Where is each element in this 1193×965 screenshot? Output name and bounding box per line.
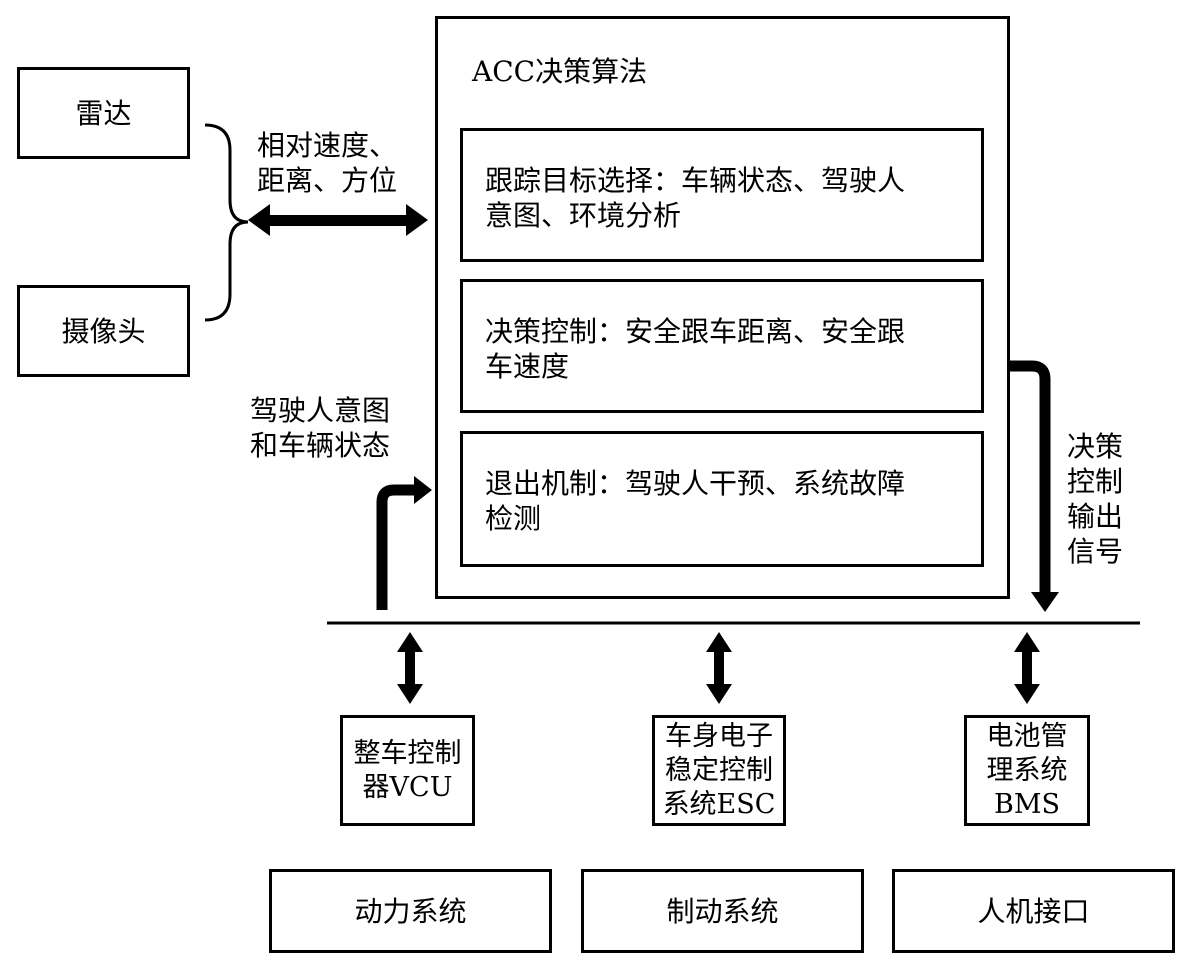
esc-line-2: 稳定控制 (665, 754, 773, 786)
module-1-line-1: 跟踪目标选择：车辆状态、驾驶人 (485, 164, 906, 197)
module-target-selection: 跟踪目标选择：车辆状态、驾驶人 意图、环境分析 (460, 128, 984, 262)
output-signal-line-3: 输出 (1067, 500, 1124, 533)
sensor-double-arrow (248, 204, 428, 236)
module-1-line-2: 意图、环境分析 (485, 199, 682, 232)
vcu-line-1: 整车控制 (353, 737, 462, 769)
esc-bus-arrow (706, 632, 732, 704)
output-signal-line-4: 信号 (1067, 535, 1124, 568)
power-system-label: 动力系统 (354, 894, 467, 928)
output-signal-line-1: 决策 (1067, 430, 1124, 463)
output-signal-line-2: 控制 (1067, 465, 1124, 498)
bms-box: 电池管 理系统 BMS (964, 715, 1090, 826)
module-2-line-1: 决策控制：安全跟车距离、安全跟 (485, 315, 906, 348)
module-2-line-2: 车速度 (485, 350, 570, 383)
bms-line-1: 电池管 (986, 720, 1068, 752)
hmi-box: 人机接口 (892, 869, 1175, 953)
driver-input-line-1: 驾驶人意图 (250, 394, 391, 427)
module-3-line-1: 退出机制：驾驶人干预、系统故障 (485, 467, 906, 500)
brake-system-label: 制动系统 (666, 894, 779, 928)
driver-input-label: 驾驶人意图 和车辆状态 (250, 393, 390, 463)
hmi-label: 人机接口 (977, 894, 1090, 928)
radar-label: 雷达 (75, 96, 132, 130)
module-3-line-2: 检测 (485, 502, 542, 535)
output-signal-label: 决策 控制 输出 信号 (1067, 429, 1123, 569)
driver-input-arrow (376, 476, 432, 610)
power-system-box: 动力系统 (269, 869, 552, 953)
module-decision-control: 决策控制：安全跟车距离、安全跟 车速度 (460, 279, 984, 413)
camera-label: 摄像头 (61, 314, 146, 348)
sensor-brace (204, 123, 249, 322)
vcu-bus-arrow (397, 632, 423, 704)
acc-title: ACC决策算法 (472, 55, 648, 88)
brake-system-box: 制动系统 (581, 869, 864, 953)
sensor-signal-label: 相对速度、 距离、方位 (257, 128, 397, 198)
vcu-box: 整车控制 器VCU (340, 715, 475, 826)
esc-line-3: 系统ESC (662, 788, 776, 820)
sensor-signal-line-2: 距离、方位 (257, 164, 398, 197)
vcu-line-2: 器VCU (362, 771, 453, 803)
esc-line-1: 车身电子 (665, 720, 773, 752)
driver-input-line-2: 和车辆状态 (250, 429, 391, 462)
bms-line-3: BMS (994, 788, 1060, 820)
sensor-signal-line-1: 相对速度、 (257, 129, 398, 162)
esc-box: 车身电子 稳定控制 系统ESC (652, 715, 786, 826)
radar-box: 雷达 (17, 67, 190, 159)
bms-bus-arrow (1014, 632, 1040, 704)
output-signal-arrow (1010, 360, 1059, 612)
camera-box: 摄像头 (17, 285, 190, 377)
bms-line-2: 理系统 (986, 754, 1068, 786)
module-exit-mechanism: 退出机制：驾驶人干预、系统故障 检测 (460, 431, 984, 567)
